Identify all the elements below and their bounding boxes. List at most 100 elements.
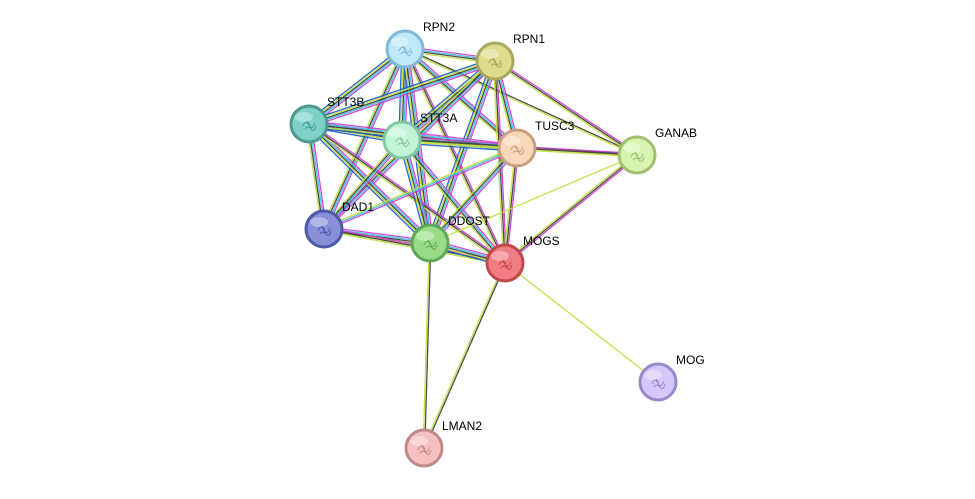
node-highlight (416, 231, 434, 241)
edge-evidence-line (428, 147, 517, 243)
edge-evidence-line (306, 125, 429, 246)
edge-evidence-line (325, 141, 405, 232)
node-dad1[interactable]: DAD1 (304, 200, 374, 249)
edge-ddost-lman2[interactable] (422, 242, 432, 449)
protein-structure-icon (395, 136, 410, 147)
edge-evidence-line (422, 242, 430, 448)
node-label: MOGS (523, 234, 560, 248)
node-highlight (644, 370, 662, 380)
edge-evidence-line (309, 122, 432, 243)
node-ganab[interactable]: GANAB (617, 126, 697, 175)
edge-evidence-line (308, 123, 431, 244)
edge-evidence-line (427, 60, 495, 243)
edge-evidence-line (324, 49, 407, 230)
edge-tusc3-ddost[interactable] (427, 145, 520, 246)
node-mogs[interactable]: MOGS (485, 234, 560, 283)
edge-evidence-line (504, 262, 659, 383)
edge-evidence-line (324, 140, 404, 230)
edge-ganab-ddost[interactable] (429, 154, 638, 244)
edge-rpn1-ddost[interactable] (426, 59, 499, 245)
node-mog[interactable]: MOG (638, 353, 705, 402)
node-rpn2[interactable]: RPN2 (385, 20, 455, 69)
protein-structure-icon (423, 239, 438, 250)
edge-evidence-line (306, 45, 404, 122)
edge-evidence-line (424, 243, 432, 449)
protein-structure-icon (651, 378, 666, 389)
edge-evidence-line (323, 147, 518, 230)
edge-evidence-line (432, 61, 499, 245)
edge-rpn2-stt3b[interactable] (306, 45, 408, 128)
edge-rpn1-ganab[interactable] (493, 59, 639, 157)
edge-mogs-mog[interactable] (504, 262, 659, 383)
edge-evidence-line (516, 147, 638, 156)
node-label: STT3B (327, 95, 364, 109)
edge-evidence-line (495, 59, 639, 155)
node-ddost[interactable]: DDOST (410, 214, 491, 263)
edge-evidence-line (308, 58, 495, 124)
edge-evidence-line (399, 58, 494, 139)
protein-structure-icon (630, 151, 645, 162)
edge-evidence-line (307, 124, 430, 245)
protein-structure-icon (417, 444, 432, 455)
edge-evidence-line (494, 60, 506, 264)
node-rpn1[interactable]: RPN1 (475, 32, 545, 81)
protein-structure-icon (510, 144, 525, 155)
node-stt3b[interactable]: STT3B (289, 95, 364, 144)
node-label: DDOST (448, 214, 491, 228)
protein-structure-icon (398, 45, 413, 56)
edge-evidence-line (402, 49, 505, 264)
node-highlight (491, 251, 509, 261)
edge-evidence-line (405, 47, 638, 155)
edge-evidence-line (321, 137, 401, 228)
edge-tusc3-ganab[interactable] (516, 145, 638, 158)
edge-evidence-line (308, 48, 406, 125)
edge-evidence-line (430, 148, 519, 244)
edge-evidence-line (323, 145, 517, 229)
edge-evidence-line (426, 59, 493, 243)
edge-mogs-lman2[interactable] (422, 262, 507, 449)
node-stt3a[interactable]: STT3A (382, 111, 457, 160)
edge-evidence-line (322, 48, 405, 229)
edge-evidence-line (325, 49, 408, 231)
edge-stt3a-mogs[interactable] (399, 138, 508, 265)
edge-evidence-line (504, 154, 638, 264)
edge-rpn1-stt3b[interactable] (307, 57, 497, 128)
edge-evidence-line (309, 63, 497, 128)
edge-evidence-line (427, 145, 516, 242)
edge-evidence-line (505, 155, 639, 265)
edge-evidence-line (400, 59, 495, 140)
node-highlight (623, 143, 641, 153)
node-label: DAD1 (342, 200, 374, 214)
node-highlight (391, 37, 409, 47)
edge-evidence-line (494, 60, 638, 156)
node-label: TUSC3 (535, 119, 575, 133)
protein-structure-icon (488, 57, 503, 68)
node-tusc3[interactable]: TUSC3 (497, 119, 575, 168)
edge-evidence-line (309, 49, 407, 126)
edge-evidence-line (431, 149, 520, 246)
edge-rpn2-ganab[interactable] (404, 47, 638, 157)
edge-evidence-line (307, 57, 495, 122)
edge-evidence-line (429, 60, 496, 244)
edge-evidence-line (503, 153, 637, 263)
edge-evidence-line (400, 140, 505, 264)
edge-evidence-line (430, 61, 498, 244)
edge-evidence-line (403, 138, 508, 262)
edge-stt3a-dad1[interactable] (321, 137, 405, 232)
node-label: RPN1 (513, 32, 545, 46)
node-highlight (388, 128, 406, 138)
edge-ganab-mogs[interactable] (503, 153, 639, 265)
edge-rpn2-dad1[interactable] (321, 47, 408, 231)
edge-tusc3-dad1[interactable] (323, 145, 518, 232)
edge-evidence-line (399, 141, 504, 265)
edge-evidence-line (401, 60, 496, 141)
edge-evidence-line (322, 139, 402, 229)
edge-stt3b-ddost[interactable] (306, 121, 433, 246)
node-highlight (481, 49, 499, 59)
node-lman2[interactable]: LMAN2 (404, 419, 482, 468)
edge-evidence-line (424, 263, 507, 449)
node-label: LMAN2 (442, 419, 482, 433)
